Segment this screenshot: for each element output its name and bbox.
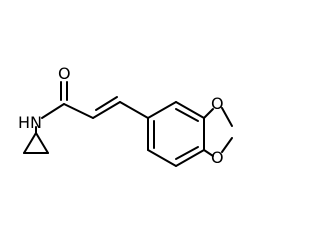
bond-alkene-double-a [92, 101, 121, 119]
bond-alkene-aryl [119, 101, 149, 119]
bond-carbonyl-alkene [63, 103, 94, 119]
bond-aryl-4 [175, 149, 205, 167]
bond-dioxole-3 [221, 137, 233, 153]
bond-dioxole-1 [203, 108, 214, 119]
dioxole-oxygen-upper-label: O [211, 94, 224, 113]
bond-cyclopropyl-1 [35, 132, 49, 154]
bond-n-carbonyl [41, 103, 65, 119]
bond-aryl-5 [147, 149, 177, 167]
bond-dioxole-2 [221, 107, 233, 127]
chemical-structure: O HN O O [18, 64, 233, 167]
amide-nitrogen-label: HN [18, 113, 42, 132]
bond-aryl-2 [175, 101, 205, 119]
dioxole-oxygen-lower-label: O [211, 148, 224, 167]
bond-aryl-inner-2 [175, 108, 199, 122]
bond-cyclopropyl-3 [23, 132, 37, 154]
bond-aryl-inner-3 [175, 146, 199, 160]
carbonyl-oxygen-label: O [58, 64, 71, 83]
bond-alkene-double-b [95, 96, 118, 111]
bond-dioxole-4 [203, 149, 214, 157]
bond-aryl-1 [147, 101, 177, 119]
